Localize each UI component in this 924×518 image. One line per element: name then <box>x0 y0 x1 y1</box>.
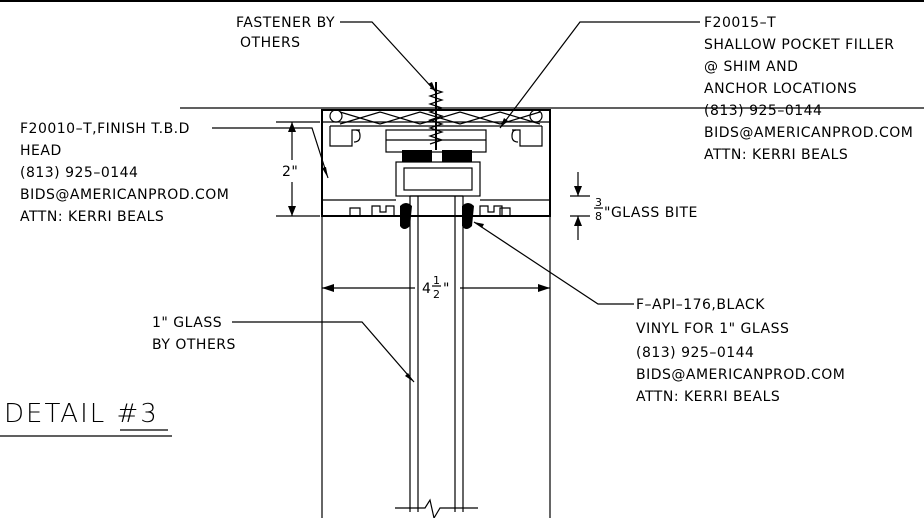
glass-bite-denominator: 8 <box>595 210 603 223</box>
width-dim-whole: 4 <box>422 281 431 297</box>
vinyl-callout: F–API–176,BLACK VINYL FOR 1" GLASS (813)… <box>636 297 845 405</box>
vinyl-leader <box>473 221 634 305</box>
glass-line-2: BY OTHERS <box>152 337 236 353</box>
width-dim-denominator: 2 <box>433 288 441 301</box>
filler-line-4: ANCHOR LOCATIONS <box>704 81 857 97</box>
filler-line-3: @ SHIM AND <box>704 59 798 75</box>
head-callout: F20010–T,FINISH T.B.D HEAD (813) 925–014… <box>20 121 229 225</box>
filler-arrow <box>500 118 508 128</box>
head-line-4: BIDS@AMERICANPROD.COM <box>20 187 229 203</box>
fastener-line-2: OTHERS <box>240 35 301 51</box>
glass-arrow <box>405 373 414 382</box>
filler-line-6: BIDS@AMERICANPROD.COM <box>704 125 913 141</box>
break-line <box>395 498 478 518</box>
vinyl-line-2: VINYL FOR 1" GLASS <box>636 321 789 337</box>
head-arrow <box>322 167 328 178</box>
head-line-5: ATTN: KERRI BEALS <box>20 209 164 225</box>
head-frame <box>321 109 551 217</box>
fastener-arrow <box>428 82 436 92</box>
head-line-1: F20010–T,FINISH T.B.D <box>20 121 190 137</box>
vinyl-line-1: F–API–176,BLACK <box>636 297 765 313</box>
width-dim-inch: " <box>443 281 450 297</box>
filler-line-1: F20015–T <box>704 15 776 31</box>
filler-leader <box>499 21 700 129</box>
vinyl-line-5: ATTN: KERRI BEALS <box>636 389 780 405</box>
head-line-3: (813) 925–0144 <box>20 165 138 181</box>
glass-line-1: 1" GLASS <box>152 315 222 331</box>
glass-callout: 1" GLASS BY OTHERS <box>152 315 236 353</box>
vinyl-gasket-left <box>400 203 412 229</box>
filler-line-7: ATTN: KERRI BEALS <box>704 147 848 163</box>
filler-callout: F20015–T SHALLOW POCKET FILLER @ SHIM AN… <box>704 15 913 163</box>
glass-unit <box>409 195 464 512</box>
vinyl-line-3: (813) 925–0144 <box>636 345 754 361</box>
glass-leader <box>232 321 415 383</box>
filler-line-2: SHALLOW POCKET FILLER <box>704 37 895 53</box>
fastener-callout: FASTENER BY OTHERS <box>236 15 335 51</box>
fastener-screw <box>428 82 444 150</box>
glass-bite-dimension <box>570 172 590 240</box>
vinyl-arrow <box>474 222 484 228</box>
head-leader <box>212 127 329 179</box>
fastener-leader <box>340 21 437 93</box>
filler-line-5: (813) 925–0144 <box>704 103 822 119</box>
glass-bite-numerator: 3 <box>595 196 603 209</box>
head-line-2: HEAD <box>20 143 62 159</box>
fastener-line-1: FASTENER BY <box>236 15 335 31</box>
width-dim-numerator: 1 <box>433 274 441 287</box>
glass-bite-label: "GLASS BITE <box>604 205 698 221</box>
detail-title: DETAIL #3 <box>4 399 159 429</box>
width-dimension <box>322 284 550 292</box>
vinyl-line-4: BIDS@AMERICANPROD.COM <box>636 367 845 383</box>
height-dim-label: 2" <box>282 164 298 180</box>
vinyl-gasket-right <box>462 203 474 229</box>
